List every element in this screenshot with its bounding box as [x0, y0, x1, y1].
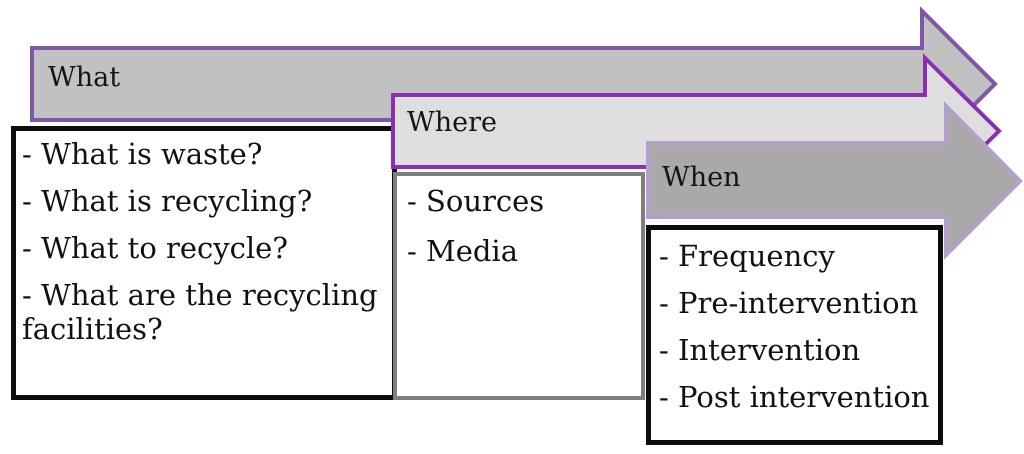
- list-item: - Frequency: [659, 239, 835, 273]
- when-details-box: - Frequency - Pre-intervention - Interve…: [646, 225, 943, 445]
- list-item: - What is waste?: [22, 137, 263, 171]
- where-details-box: - Sources - Media: [393, 172, 645, 400]
- list-item: - Post intervention: [659, 380, 930, 414]
- list-item: - What are the recycling facilities?: [22, 278, 378, 346]
- what-arrow-label: What: [48, 62, 121, 93]
- where-arrow-label: Where: [407, 107, 498, 138]
- list-item: - Intervention: [659, 333, 861, 367]
- list-item: - What to recycle?: [22, 231, 288, 265]
- when-arrow-label: When: [662, 162, 741, 193]
- list-item: - Pre-intervention: [659, 286, 919, 320]
- list-item: - What is recycling?: [22, 184, 313, 218]
- list-item: - Media: [407, 234, 519, 268]
- what-details-box: - What is waste? - What is recycling? - …: [11, 126, 397, 400]
- list-item: - Sources: [407, 184, 545, 218]
